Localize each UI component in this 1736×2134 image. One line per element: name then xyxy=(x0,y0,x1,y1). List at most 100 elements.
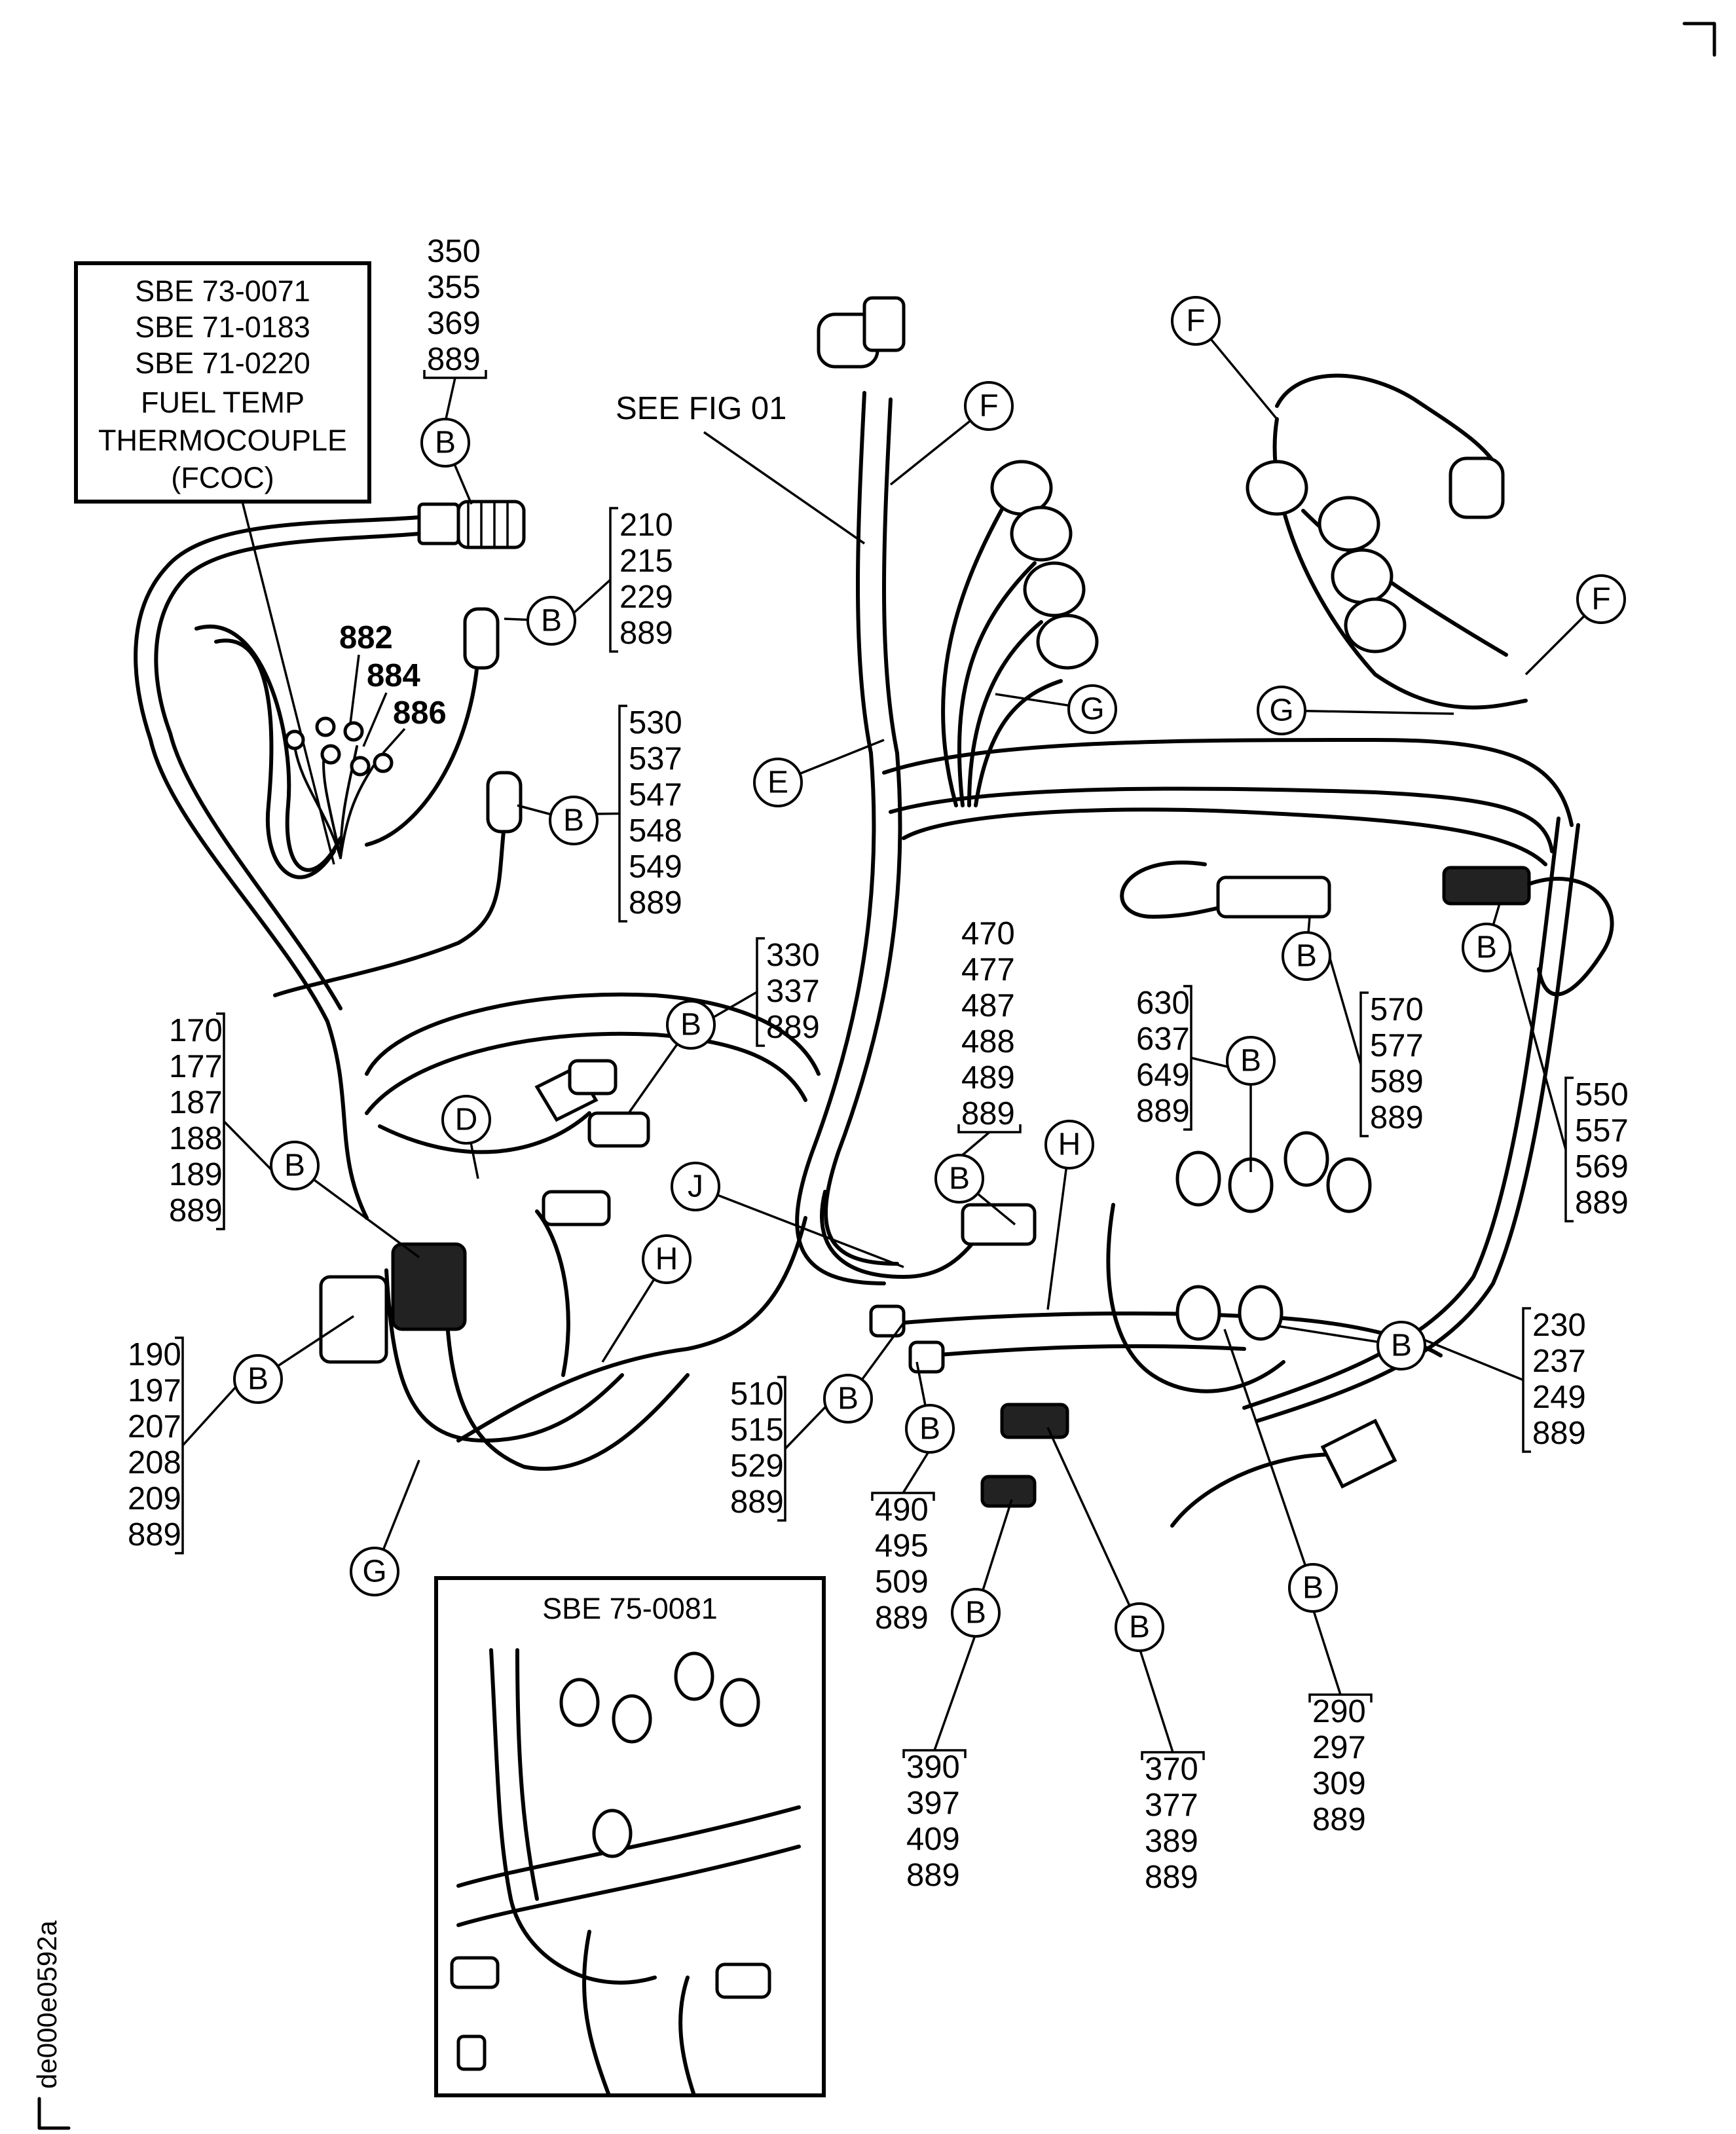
callout-letter: B xyxy=(1302,1571,1323,1606)
callout-item: 889 xyxy=(1136,1094,1190,1129)
see-fig-leader xyxy=(703,431,865,545)
callout-item: 889 xyxy=(1575,1185,1629,1221)
callout-item: 889 xyxy=(906,1858,960,1893)
sbe-line-6: (FCOC) xyxy=(171,461,274,494)
label-circle xyxy=(964,381,1014,431)
callout-letter: B xyxy=(1296,939,1317,974)
callout-letter: B xyxy=(435,426,456,460)
callout-letter: B xyxy=(1476,930,1497,965)
callout-item: 189 xyxy=(169,1157,223,1192)
label-f: F xyxy=(1171,296,1278,420)
callout-item: 889 xyxy=(128,1517,181,1553)
callout-item: 889 xyxy=(961,1096,1015,1131)
callout-letter: B xyxy=(248,1362,268,1397)
callout-letter: B xyxy=(541,604,562,638)
label-circle xyxy=(753,758,803,807)
label-circle xyxy=(642,1234,692,1284)
callout-item: 889 xyxy=(427,342,481,377)
callout-letter: B xyxy=(919,1412,940,1446)
callout-item: 889 xyxy=(629,885,682,921)
label-letter: F xyxy=(1186,304,1205,339)
label-circle xyxy=(671,1162,720,1211)
callout-item: 889 xyxy=(619,616,673,651)
callout-circle-b xyxy=(420,418,470,468)
label-f: F xyxy=(1524,574,1626,676)
callout-letter: B xyxy=(680,1008,701,1042)
callout-item: 577 xyxy=(1370,1028,1424,1063)
callout-item: 530 xyxy=(629,705,682,741)
label-circle xyxy=(441,1095,491,1145)
callout-layer: 350355369889B210215229889B53053754754854… xyxy=(128,234,1629,1895)
label-h: H xyxy=(601,1234,692,1363)
callout-item: 589 xyxy=(1370,1064,1424,1099)
callout-letter: B xyxy=(949,1162,970,1196)
callout-item: 477 xyxy=(961,952,1015,987)
callout-item: 557 xyxy=(1575,1113,1629,1149)
thermocouple-items: 882 884 886 xyxy=(339,620,447,754)
callout-item: 489 xyxy=(961,1060,1015,1095)
label-letter: G xyxy=(1080,692,1104,727)
label-circle xyxy=(1044,1120,1094,1169)
callout-letter: B xyxy=(284,1149,305,1183)
inset-panel: SBE 75-0081 xyxy=(434,1576,826,2097)
callout-item: 297 xyxy=(1312,1730,1366,1765)
thermocouple-item-886: 886 xyxy=(393,695,447,731)
callout-item: 630 xyxy=(1136,985,1190,1021)
callout-circle-b xyxy=(1288,1563,1338,1613)
callout-item: 215 xyxy=(619,543,673,579)
label-j: J xyxy=(671,1162,904,1268)
sbe-note-box: SBE 73-0071 SBE 71-0183 SBE 71-0220 FUEL… xyxy=(74,261,371,504)
label-letter: F xyxy=(979,389,998,424)
callout-circle-b xyxy=(1115,1602,1164,1652)
label-d: D xyxy=(441,1095,491,1179)
callout-item: 377 xyxy=(1145,1788,1198,1823)
document-id: de000e0592a xyxy=(31,1920,62,2089)
inset-artwork xyxy=(450,1648,801,2097)
callout-item: 547 xyxy=(629,777,682,813)
callout-item: 509 xyxy=(875,1564,929,1600)
callout-circle-b xyxy=(233,1354,283,1404)
callout-circle-b xyxy=(1282,931,1331,981)
callout-item: 889 xyxy=(730,1484,784,1520)
sbe-line-5: THERMOCOUPLE xyxy=(98,424,347,457)
callout-item: 290 xyxy=(1312,1694,1366,1729)
sbe-line-3: SBE 71-0220 xyxy=(135,346,310,380)
label-g: G xyxy=(995,684,1117,734)
callout-item: 510 xyxy=(730,1376,784,1412)
label-f: F xyxy=(889,381,1014,486)
label-circle xyxy=(1576,574,1626,624)
callout-circle-b xyxy=(1376,1321,1426,1371)
sbe-line-4: FUEL TEMP xyxy=(141,386,305,419)
callout-letter: B xyxy=(965,1596,986,1630)
callout-item: 397 xyxy=(906,1786,960,1821)
callout-item: 370 xyxy=(1145,1752,1198,1787)
callout-item: 889 xyxy=(875,1600,929,1636)
callout-item: 230 xyxy=(1532,1308,1586,1343)
callout-item: 187 xyxy=(169,1085,223,1120)
callout-circle-b xyxy=(905,1404,955,1454)
callout-item: 197 xyxy=(128,1373,181,1408)
label-letter: H xyxy=(656,1242,678,1277)
sbe-line-1: SBE 73-0071 xyxy=(135,274,310,308)
callout-item: 177 xyxy=(169,1049,223,1084)
callout-item: 210 xyxy=(619,507,673,543)
inset-title: SBE 75-0081 xyxy=(542,1592,718,1625)
callout-circle-b xyxy=(526,596,576,646)
callout-letter: B xyxy=(838,1382,859,1416)
callout-item: 649 xyxy=(1136,1058,1190,1093)
label-g: G xyxy=(350,1460,420,1596)
callout-letter: B xyxy=(1240,1044,1261,1078)
callout-item: 637 xyxy=(1136,1021,1190,1057)
callout-item: 170 xyxy=(169,1013,223,1048)
callout-circle-b xyxy=(823,1374,873,1424)
callout-item: 570 xyxy=(1370,992,1424,1027)
callout-circle-b xyxy=(666,1000,716,1050)
